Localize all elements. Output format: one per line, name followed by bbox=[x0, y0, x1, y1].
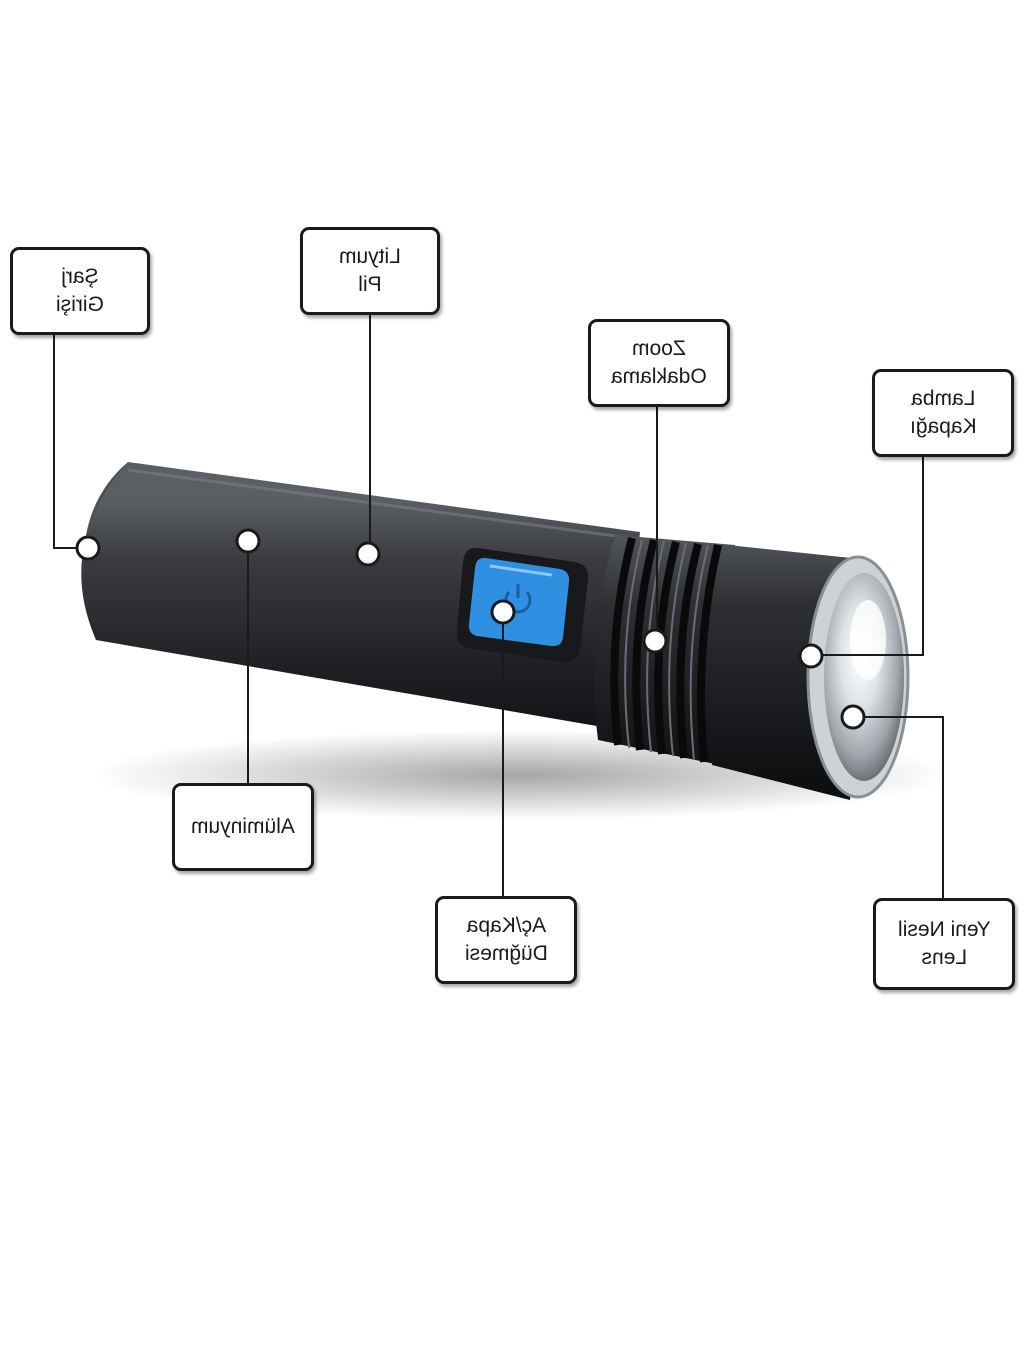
lens-reflection bbox=[850, 600, 886, 680]
label-aluminum-text: Alüminyum bbox=[191, 815, 295, 838]
leader-charge-port bbox=[53, 333, 88, 549]
marker-lithium-battery bbox=[355, 541, 381, 567]
label-power-button-text: Aç/Kapa Düğmesi bbox=[464, 914, 548, 965]
body-highlight bbox=[127, 468, 631, 540]
label-lamp-cap: Lamba Kapağı bbox=[872, 369, 1014, 457]
label-lamp-cap-text: Lamba Kapağı bbox=[909, 387, 977, 438]
marker-lamp-cap bbox=[798, 643, 824, 669]
label-lithium-battery-text: Lityum Pil bbox=[339, 245, 401, 296]
thread-highlights bbox=[624, 539, 709, 761]
marker-power-button bbox=[490, 599, 516, 625]
label-zoom-focus: Zoom Odaklama bbox=[588, 319, 730, 407]
marker-new-gen-lens bbox=[840, 704, 866, 730]
label-aluminum: Alüminyum bbox=[172, 783, 314, 871]
label-new-gen-lens: Yeni Nesil Lens bbox=[873, 898, 1015, 990]
marker-dots bbox=[75, 528, 866, 730]
label-lithium-battery: Lityum Pil bbox=[300, 227, 440, 315]
flashlight-body bbox=[81, 462, 640, 730]
label-zoom-focus-text: Zoom Odaklama bbox=[611, 337, 707, 388]
label-charge-port: Şarj Girişi bbox=[10, 247, 150, 335]
leader-new-gen-lens bbox=[853, 716, 944, 898]
marker-aluminum bbox=[235, 528, 261, 554]
thread-grooves bbox=[610, 537, 722, 763]
power-button bbox=[468, 557, 570, 647]
label-charge-port-text: Şarj Girişi bbox=[56, 265, 104, 316]
marker-charge-port bbox=[75, 535, 101, 561]
power-button-highlight bbox=[489, 564, 553, 577]
power-icon bbox=[504, 584, 532, 614]
leader-lamp-cap bbox=[811, 457, 924, 656]
marker-zoom-focus bbox=[642, 628, 668, 654]
label-new-gen-lens-text: Yeni Nesil Lens bbox=[897, 918, 991, 969]
label-power-button: Aç/Kapa Düğmesi bbox=[435, 896, 577, 984]
